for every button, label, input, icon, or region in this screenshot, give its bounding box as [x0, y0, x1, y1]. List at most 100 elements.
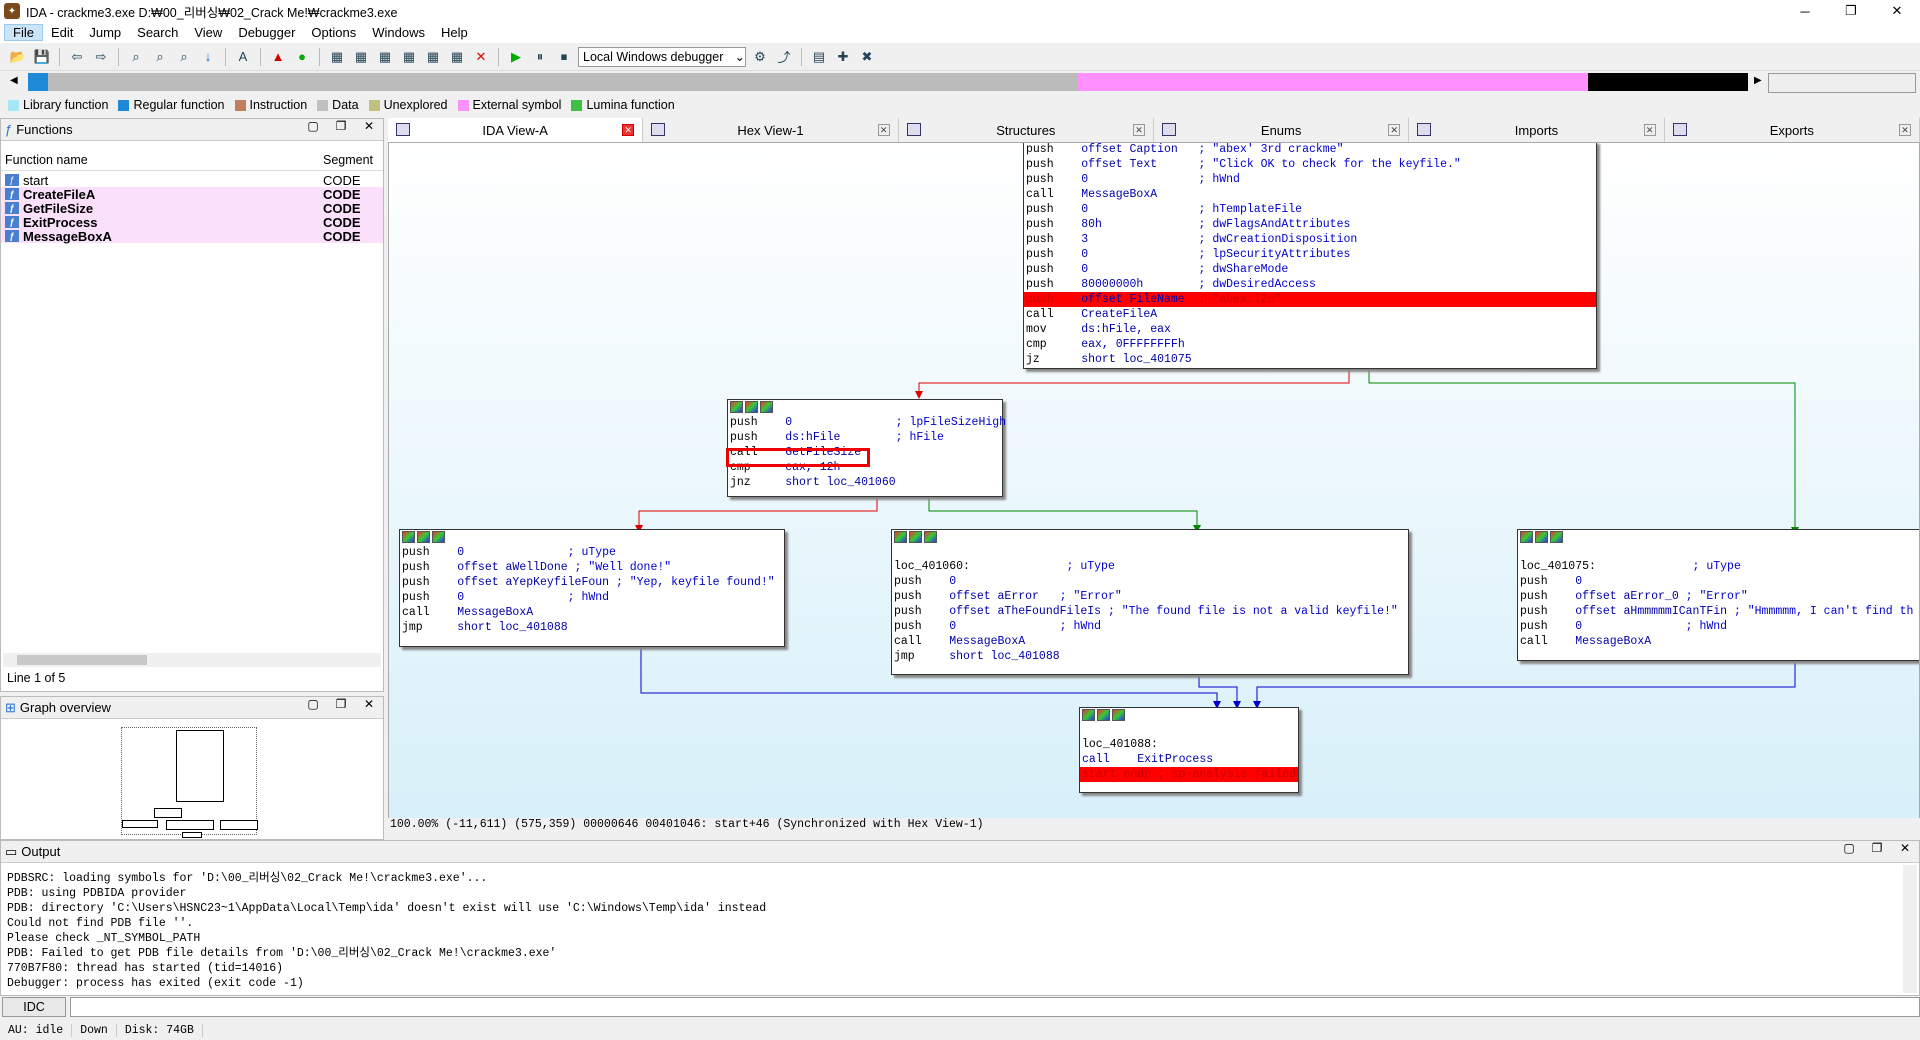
pane-close-icon[interactable]: ✕: [1899, 841, 1911, 855]
pane-float-icon[interactable]: ❐: [335, 119, 347, 133]
forward-icon[interactable]: ⇨: [95, 48, 107, 64]
menu-view[interactable]: View: [194, 25, 223, 40]
close-tab-icon[interactable]: ✕: [1388, 124, 1401, 136]
asm-line[interactable]: push offset Caption ; "abex' 3rd crackme…: [1026, 143, 1344, 156]
debugger-select[interactable]: Local Windows debugger⌄: [578, 46, 746, 67]
minimize-button[interactable]: ─: [1800, 3, 1810, 19]
pane-float-icon[interactable]: ❐: [1871, 841, 1883, 855]
back-icon[interactable]: ⇦: [71, 48, 83, 64]
close-tab-icon[interactable]: ✕: [622, 124, 635, 136]
start-debugger-icon[interactable]: ▶: [511, 48, 521, 64]
pause-icon[interactable]: ⏸: [536, 48, 544, 64]
asm-line[interactable]: call MessageBoxA: [1520, 635, 1686, 648]
asm-line[interactable]: call CreateFileA: [1026, 308, 1199, 321]
asm-line[interactable]: push offset aTheFoundFileIs ; "The found…: [894, 605, 1398, 618]
output-vscrollbar[interactable]: [1903, 865, 1917, 993]
graph-icon-6[interactable]: ▦: [450, 48, 464, 64]
save-icon[interactable]: 💾: [33, 48, 51, 64]
asm-line-error[interactable]: start endp ; sp-analysis failed: [1080, 767, 1298, 782]
pane-maximize-icon[interactable]: ▢: [307, 119, 319, 133]
asm-line[interactable]: call MessageBoxA: [1026, 188, 1199, 201]
open-icon[interactable]: 📂: [9, 48, 27, 64]
text-mode-icon[interactable]: A: [238, 49, 248, 64]
code-block-loc-401088[interactable]: loc_401088: call ExitProcess start endp …: [1079, 707, 1299, 793]
graph-overview-canvas[interactable]: [121, 727, 258, 838]
tab-enums[interactable]: Enums✕: [1154, 118, 1410, 142]
menu-windows[interactable]: Windows: [372, 25, 425, 40]
asm-line[interactable]: push offset aError ; "Error": [894, 590, 1122, 603]
asm-line[interactable]: push 0 ; hWnd: [402, 591, 610, 604]
asm-line[interactable]: push offset aYepKeyfileFoun ; "Yep, keyf…: [402, 576, 775, 589]
menu-debugger[interactable]: Debugger: [238, 25, 296, 40]
tab-ida-view-a[interactable]: IDA View-A✕: [388, 118, 644, 142]
asm-line[interactable]: push offset FileName ; "abex.l2c": [1024, 292, 1596, 307]
close-tab-icon[interactable]: ✕: [1898, 124, 1911, 136]
asm-line[interactable]: push 3 ; dwCreationDisposition: [1026, 233, 1358, 246]
code-block-success[interactable]: push 0 ; uType push offset aWellDone ; "W…: [399, 529, 785, 647]
asm-line[interactable]: push 80000000h ; dwDesiredAccess: [1026, 278, 1316, 291]
close-button[interactable]: ✕: [1891, 3, 1903, 18]
asm-line[interactable]: call ExitProcess: [1082, 753, 1214, 766]
jump-down-icon[interactable]: ↓: [204, 49, 212, 64]
delete-icon[interactable]: ✕: [475, 48, 487, 64]
asm-line[interactable]: push 0 ; hWnd: [1520, 620, 1728, 633]
pane-float-icon[interactable]: ❐: [335, 697, 347, 711]
ida-graph-view[interactable]: push offset Caption ; "abex' 3rd crackme…: [388, 142, 1920, 820]
delete-breakpoint-icon[interactable]: ✖: [861, 48, 873, 64]
breakpoint-list-icon[interactable]: ▤: [812, 48, 826, 64]
graph-icon-2[interactable]: ▦: [354, 48, 368, 64]
asm-line[interactable]: jnz short loc_401060: [730, 476, 903, 489]
graph-icon-1[interactable]: ▦: [330, 48, 344, 64]
graph-icon-3[interactable]: ▦: [378, 48, 392, 64]
tab-imports[interactable]: Imports✕: [1409, 118, 1665, 142]
asm-line[interactable]: push 0 ; hWnd: [1026, 173, 1240, 186]
asm-line[interactable]: push ds:hFile ; hFile: [730, 431, 944, 444]
asm-line[interactable]: push 0 ; hTemplateFile: [1026, 203, 1303, 216]
asm-line[interactable]: push offset aWellDone ; "Well done!": [402, 561, 672, 574]
col-function-name[interactable]: Function name: [5, 153, 88, 167]
pane-close-icon[interactable]: ✕: [363, 119, 375, 133]
text-search-icon[interactable]: ⌕: [156, 48, 164, 64]
asm-line[interactable]: mov ds:hFile, eax: [1026, 323, 1199, 336]
graph-icon-5[interactable]: ▦: [426, 48, 440, 64]
segment-select[interactable]: [1768, 73, 1916, 93]
code-block-loc-401075[interactable]: loc_401075: ; uType push 0 push offset a…: [1517, 529, 1919, 661]
close-tab-icon[interactable]: ✕: [1643, 124, 1656, 136]
asm-line[interactable]: push offset Text ; "Click OK to check fo…: [1026, 158, 1461, 171]
asm-line[interactable]: cmp eax, 0FFFFFFFFh: [1026, 338, 1199, 351]
code-block-start[interactable]: push offset Caption ; "abex' 3rd crackme…: [1023, 143, 1597, 369]
graph-icon-4[interactable]: ▦: [402, 48, 416, 64]
asm-line[interactable]: push 80h ; dwFlagsAndAttributes: [1026, 218, 1351, 231]
navigation-bar[interactable]: [28, 73, 1748, 91]
menu-search[interactable]: Search: [137, 25, 179, 40]
asm-line[interactable]: jmp short loc_401088: [402, 621, 575, 634]
asm-line[interactable]: push 0: [1520, 575, 1686, 588]
tab-structures[interactable]: Structures✕: [899, 118, 1154, 142]
asm-line[interactable]: push 0 ; uType: [402, 546, 616, 559]
asm-line[interactable]: jz short loc_401075: [1026, 353, 1199, 366]
idc-language-button[interactable]: IDC: [2, 997, 66, 1017]
asm-line[interactable]: push offset aError_0 ; "Error": [1520, 590, 1748, 603]
asm-line[interactable]: push 0 ; hWnd: [894, 620, 1102, 633]
asm-line[interactable]: call MessageBoxA: [402, 606, 568, 619]
asm-line[interactable]: push 0 ; lpSecurityAttributes: [1026, 248, 1351, 261]
pane-maximize-icon[interactable]: ▢: [307, 697, 319, 711]
maximize-button[interactable]: ❐: [1845, 3, 1857, 18]
code-block-getfilesize[interactable]: push 0 ; lpFileSizeHigh push ds:hFile ; h…: [726, 399, 1007, 497]
add-breakpoint-icon[interactable]: ✚: [837, 48, 849, 64]
asm-line[interactable]: push 0 ; lpFileSizeHigh: [730, 416, 1007, 429]
code-block-loc-401060[interactable]: loc_401060: ; uType push 0 push offset a…: [891, 529, 1409, 675]
menu-jump[interactable]: Jump: [89, 25, 122, 40]
menu-edit[interactable]: Edit: [50, 25, 74, 40]
nav-right-arrow[interactable]: ▶: [1754, 75, 1762, 86]
nav-left-arrow[interactable]: ◀: [10, 75, 18, 86]
asm-line[interactable]: push 0 ; dwShareMode: [1026, 263, 1289, 276]
menu-file[interactable]: File: [4, 24, 43, 41]
functions-hscrollbar[interactable]: [3, 653, 381, 667]
asm-line[interactable]: push 0: [894, 575, 1060, 588]
